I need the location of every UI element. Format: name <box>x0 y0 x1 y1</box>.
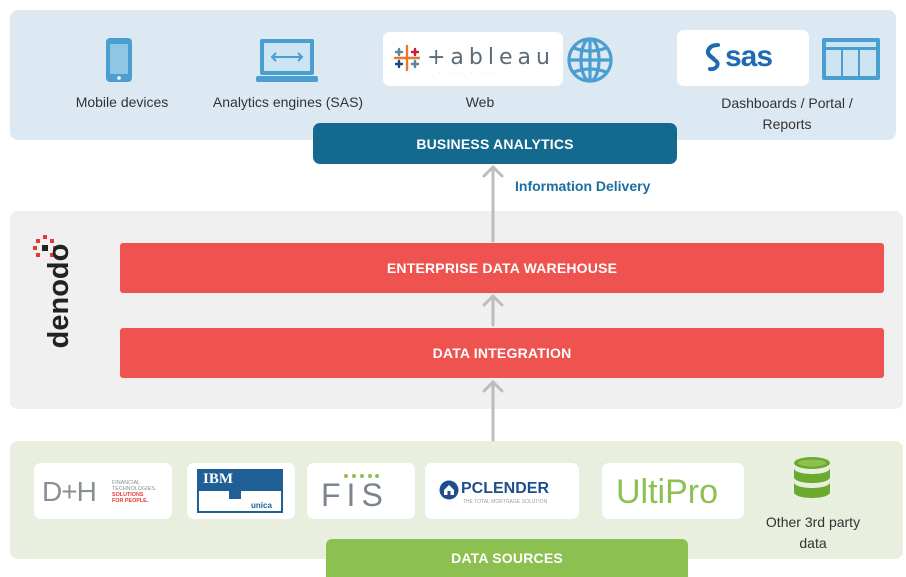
fis-logo: FIS <box>307 463 415 519</box>
pclender-house-icon <box>439 480 459 500</box>
pclender-tagline: THE TOTAL MORTGAGE SOLUTION <box>463 499 548 505</box>
consumer-label-dashboards: Dashboards / Portal / Reports <box>721 95 853 132</box>
business-analytics-box: BUSINESS ANALYTICS <box>313 123 677 164</box>
denodo-brand: denodo <box>43 243 75 349</box>
pclender-logo: PCLENDER THE TOTAL MORTGAGE SOLUTION <box>425 463 579 519</box>
consumer-label-analytics: Analytics engines (SAS) <box>212 94 364 110</box>
denodo-dots-icon <box>33 235 57 257</box>
ultipro-logo: UltiPro <box>602 463 744 519</box>
unica-wordmark: unica <box>251 501 272 510</box>
sas-wordmark: sas <box>725 40 773 73</box>
fis-wordmark: FIS <box>321 477 389 513</box>
mobile-device-icon <box>106 38 132 82</box>
ibm-unica-logo: IBM unica <box>187 463 295 519</box>
enterprise-data-warehouse-layer: ENTERPRISE DATA WAREHOUSE <box>120 243 884 293</box>
dashboard-icon <box>822 38 880 80</box>
ibm-unica-mark <box>197 469 283 513</box>
dh-tagline: FINANCIAL TECHNOLOGIES. SOLUTIONS FOR PE… <box>112 480 157 504</box>
sas-logo: sas <box>677 30 809 86</box>
data-sources-box: DATA SOURCES <box>326 539 688 577</box>
dh-logo: D+H FINANCIAL TECHNOLOGIES. SOLUTIONS FO… <box>34 463 172 519</box>
information-delivery-label: Information Delivery <box>515 178 651 194</box>
laptop-icon <box>256 39 318 82</box>
ultipro-wordmark: UltiPro <box>616 473 719 511</box>
ibm-wordmark: IBM <box>203 471 233 487</box>
tableau-software-dots: ······ <box>439 70 503 76</box>
database-icon <box>794 457 830 498</box>
pclender-wordmark: PCLENDER <box>461 480 550 497</box>
other-3rd-party-label: Other 3rd party data <box>765 514 861 551</box>
consumer-label-mobile: Mobile devices <box>75 94 169 110</box>
fis-dots <box>344 474 379 478</box>
tableau-wordmark: +ableau <box>427 45 555 70</box>
globe-icon <box>567 37 613 83</box>
data-integration-layer: DATA INTEGRATION <box>120 328 884 378</box>
consumer-label-web: Web <box>465 94 495 110</box>
tableau-cross-icon <box>393 44 421 72</box>
dh-wordmark: D+H <box>42 476 97 507</box>
sas-swirl-icon <box>705 43 720 72</box>
tableau-logo: +ableau ······ <box>383 32 563 86</box>
